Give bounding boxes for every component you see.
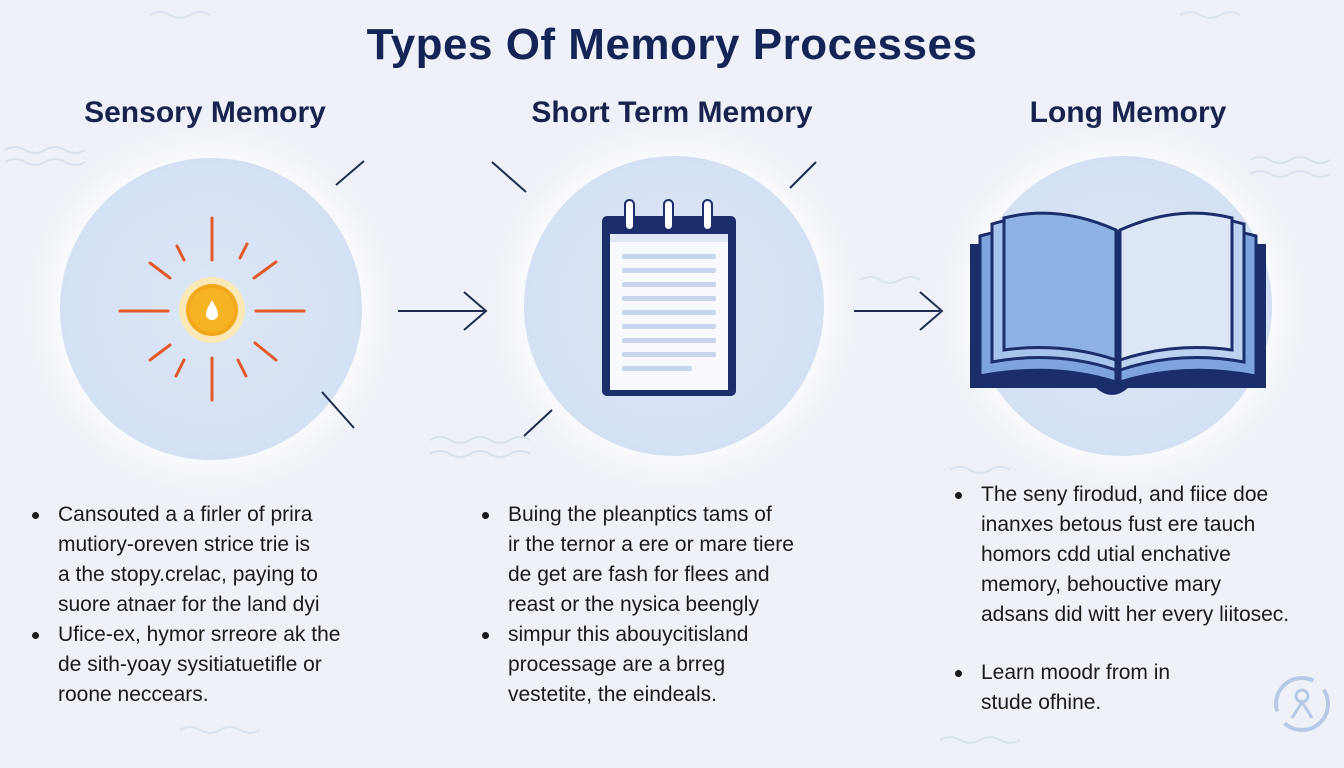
sensory-bullets: Cansouted a a firler of prira mutiory-or… [32, 500, 378, 710]
bullet-dot [482, 512, 489, 519]
bullet-dot [955, 670, 962, 677]
bullet-dot [32, 512, 39, 519]
list-item: Ufice-ex, hymor srreore ak the de sith-y… [32, 620, 378, 710]
bullet-dot [955, 492, 962, 499]
deco-tick-2 [321, 391, 355, 429]
heading-short-term-memory: Short Term Memory [531, 96, 813, 129]
sun-icon [118, 216, 306, 402]
recycle-person-icon [1274, 676, 1330, 732]
long-memory-bullets: The seny firodud, and fiice doe inanxes … [955, 480, 1337, 718]
arrow-right-icon [854, 291, 944, 331]
short-term-bullets: Buing the pleanptics tams of ir the tern… [482, 500, 858, 710]
page-title: Types Of Memory Processes [366, 20, 978, 69]
list-item: Learn moodr from in stude ofhine. [955, 658, 1337, 718]
deco-tick-1 [335, 160, 365, 186]
list-item: simpur this abouycitisland processage ar… [482, 620, 858, 710]
list-item: Buing the pleanptics tams of ir the tern… [482, 500, 858, 620]
list-item: Cansouted a a firler of prira mutiory-or… [32, 500, 378, 620]
heading-long-memory: Long Memory [1029, 96, 1227, 129]
list-item: The seny firodud, and fiice doe inanxes … [955, 480, 1337, 630]
deco-tick-3 [491, 161, 527, 193]
bullet-dot [32, 632, 39, 639]
heading-sensory-memory: Sensory Memory [84, 96, 326, 129]
bullet-dot [482, 632, 489, 639]
deco-tick-5 [523, 409, 553, 437]
open-book-icon [970, 211, 1266, 395]
notepad-icon [602, 199, 736, 396]
deco-tick-4 [789, 161, 817, 189]
arrow-right-icon [398, 291, 488, 331]
